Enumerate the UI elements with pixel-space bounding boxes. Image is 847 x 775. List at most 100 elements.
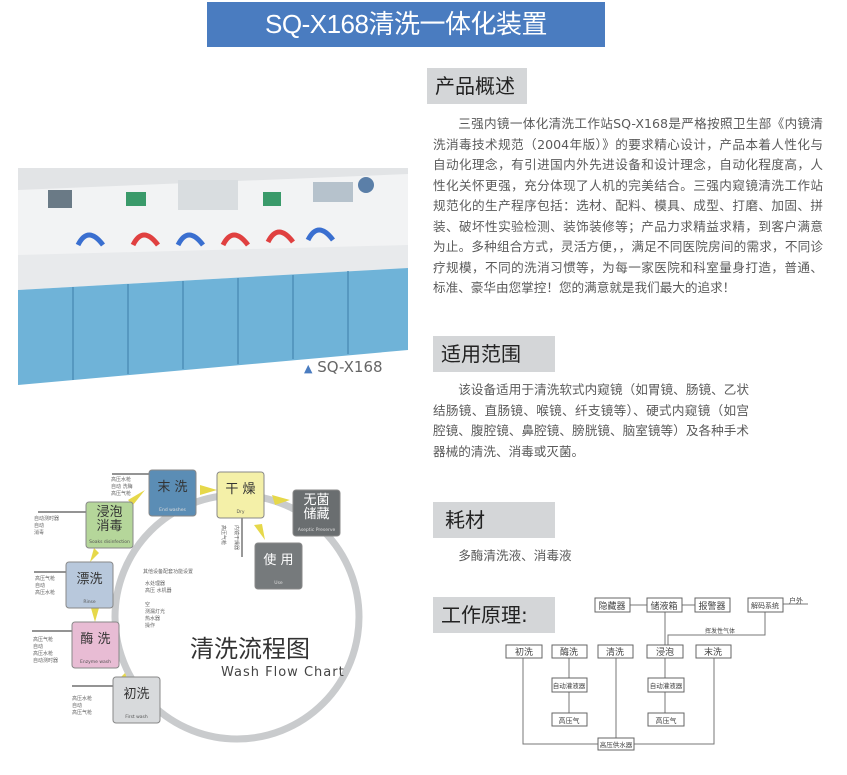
center-note: 空 [145, 601, 150, 608]
flow-step-english: Soaks disinfection [89, 539, 130, 545]
tank-box [646, 597, 683, 613]
flow-step-4: End washes [148, 469, 197, 517]
flow-step-label-wrap: 末 洗 [149, 470, 196, 506]
flow-step-3: Soaks disinfection [85, 501, 134, 549]
flow-step-6: Use [254, 542, 303, 590]
alarm-box [694, 597, 731, 613]
counter-top [18, 245, 408, 290]
flow-step-box [112, 676, 161, 724]
center-note: 操作 [145, 622, 155, 629]
decode-box [747, 597, 784, 613]
flow-step-label-wrap: 浸泡消毒 [86, 502, 133, 538]
scope-text: 该设备适用于清洗软式内窥镜（如胃镜、肠镜、乙状结肠镜、直肠镜、喉镜、纤支镜等）、… [433, 382, 749, 459]
flow-step-label-wrap: 漂洗 [66, 562, 113, 598]
flow-chart-title: 清洗流程图 [190, 635, 310, 663]
node-pump: 高压供水器 [600, 740, 633, 749]
consumables-heading: 耗材 [433, 502, 555, 538]
flow-step-label: 初洗 [123, 687, 150, 702]
note: 内镜干燥器 [233, 525, 240, 550]
center-note: 其他设备配套功能设置 [143, 568, 193, 575]
node-tank: 储液箱 [650, 600, 677, 612]
flow-step-box [148, 469, 197, 517]
flow-step-box [85, 501, 134, 549]
flow-step-english: Rinse [83, 599, 96, 605]
note: 自动 [72, 702, 82, 709]
note: 高压气枪 [72, 709, 92, 716]
triangle-up-icon: ▲ [304, 362, 313, 375]
flow-step-box [65, 561, 114, 609]
note: 自动 [34, 522, 44, 529]
node-filler1: 自动灌液器 [553, 681, 586, 690]
cabinet [18, 268, 408, 385]
flow-step-box [292, 489, 341, 537]
principle-heading: 工作原理: [433, 597, 555, 633]
note: 自动 洗酶 [111, 483, 133, 490]
flow-step-label: 漂洗 [76, 572, 103, 587]
hoses [75, 227, 335, 247]
flow-step-english: End washes [159, 507, 186, 513]
node-final: 末洗 [704, 646, 722, 658]
scope-heading: 适用范围 [433, 336, 555, 372]
note: 高压水枪 [111, 476, 131, 483]
flow-step-label: 浸泡消毒 [96, 505, 123, 534]
node-first: 初洗 [515, 646, 533, 658]
flow-step-english: First wash [125, 714, 148, 720]
note: 高压气枪 [35, 575, 55, 582]
flow-step-label: 无菌储藏 [303, 493, 330, 522]
overview-heading: 产品概述 [427, 68, 527, 104]
flow-step-2: Rinse [65, 561, 114, 609]
note: 自动 [35, 582, 45, 589]
center-note: 高压 水机器 [145, 587, 172, 594]
note: 消毒 [34, 529, 44, 536]
flow-step-label-wrap: 酶 洗 [72, 622, 119, 658]
flow-chart-subtitle: Wash Flow Chart [221, 665, 345, 680]
flow-step-0: First wash [112, 676, 161, 724]
node-clean: 清洗 [606, 646, 624, 658]
flow-step-label-wrap: 使 用 [255, 543, 302, 579]
node-soak: 浸泡 [656, 646, 674, 658]
node-gas: 挥发性气体 [705, 627, 735, 635]
consumables-text: 多酶清洗液、消毒液 [458, 548, 572, 563]
node-filler2: 自动灌液器 [650, 681, 683, 690]
node-decode: 解码系统 [751, 601, 779, 610]
page-title: SQ-X168清洗一体化装置 [207, 2, 605, 47]
flow-step-english: Dry [237, 509, 245, 515]
center-note: 水处理器 [145, 580, 165, 587]
flow-step-7: Aseptic Preserve [292, 489, 341, 537]
note: 高压气枪 [111, 490, 131, 497]
flow-step-label: 使 用 [263, 553, 294, 568]
flow-step-label: 酶 洗 [80, 632, 111, 647]
hidden-box [594, 597, 631, 613]
product-image [18, 168, 408, 385]
note: 自动测时器 [33, 657, 58, 664]
flow-step-label: 干 燥 [225, 482, 256, 497]
flow-step-box [254, 542, 303, 590]
note: 高压水枪 [35, 589, 55, 596]
note: 高压气枪 [33, 636, 53, 643]
monitor-panels [48, 177, 374, 210]
node-air1: 高压气 [559, 716, 580, 725]
node-alarm: 报警器 [698, 600, 725, 612]
center-note: 热水器 [145, 615, 160, 622]
flow-step-5: Dry [216, 471, 265, 519]
note: 高压气枪 [220, 525, 227, 545]
flow-step-english: Use [274, 580, 283, 586]
node-enzyme: 酶洗 [560, 646, 578, 658]
flow-step-english: Aseptic Preserve [298, 527, 336, 533]
flow-step-label-wrap: 干 燥 [217, 472, 264, 508]
overview-text: 三强内镜一体化清洗工作站SQ-X168是严格按照卫生部《内镜清洗消毒技术规范（2… [433, 116, 823, 295]
product-caption: ▲ SQ-X168 [304, 358, 383, 376]
node-air2: 高压气 [656, 716, 677, 725]
node-outdoor: 户外 [789, 596, 803, 605]
center-note: 测漏灯光 [145, 608, 165, 615]
flow-step-1: Enzyme wash [71, 621, 120, 669]
flow-step-label-wrap: 初洗 [113, 677, 160, 713]
note: 自动 [33, 643, 43, 650]
flow-step-label-wrap: 无菌储藏 [293, 490, 340, 526]
node-hidden: 隐藏器 [598, 600, 625, 612]
flow-step-english: Enzyme wash [80, 659, 111, 665]
note: 高压水枪 [72, 695, 92, 702]
flow-step-box [71, 621, 120, 669]
